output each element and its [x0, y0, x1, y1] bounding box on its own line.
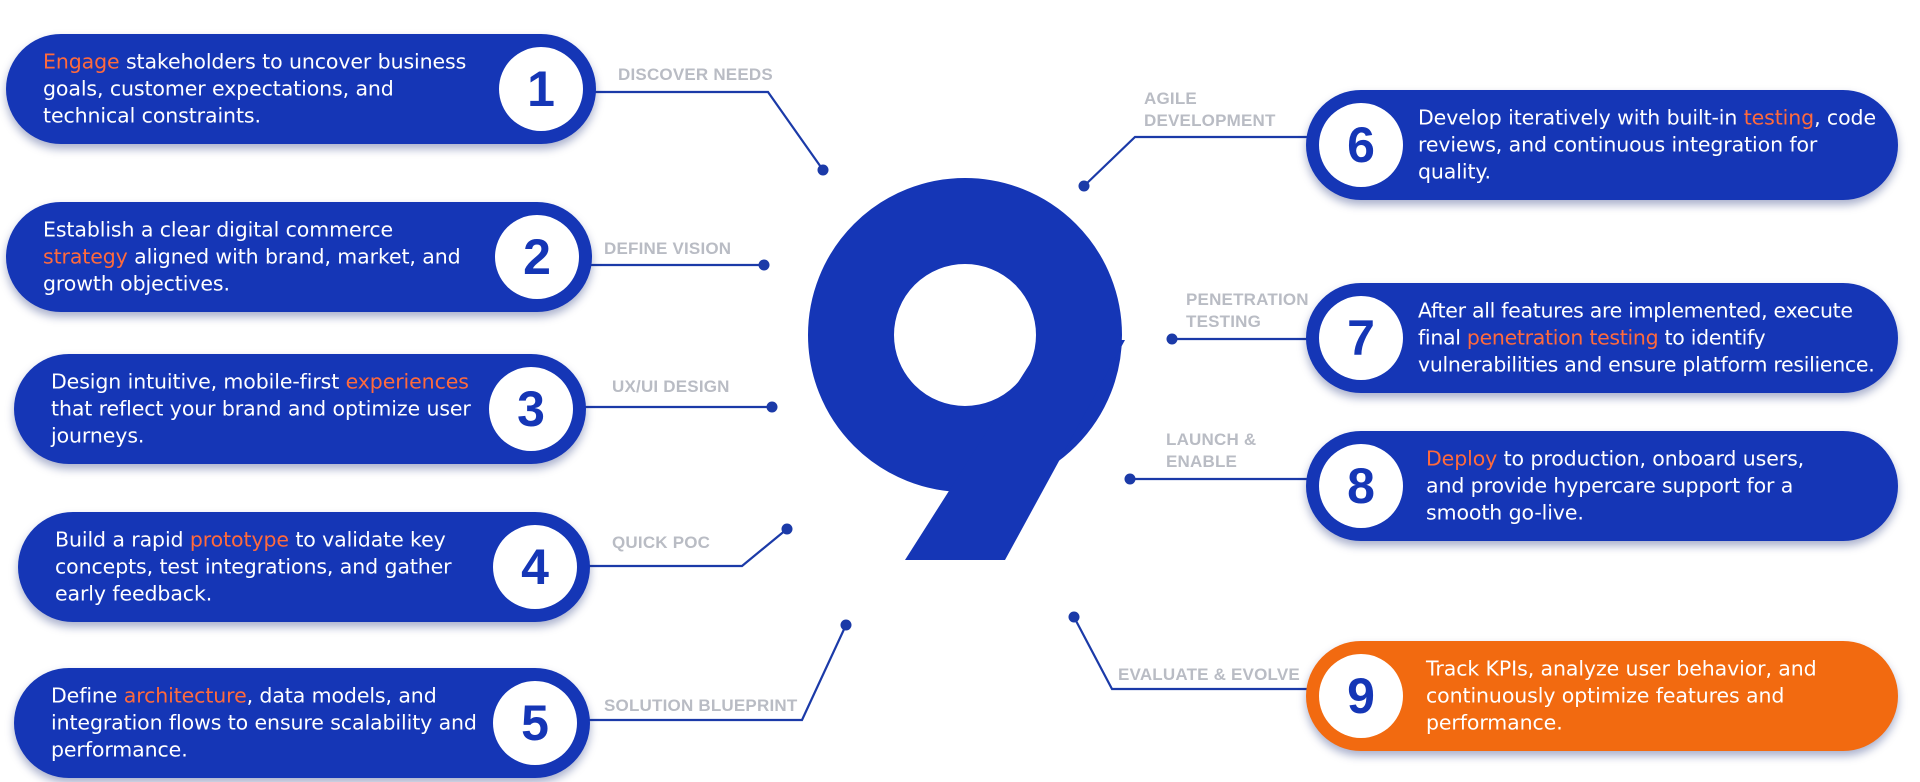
highlight-keyword: penetration testing	[1466, 325, 1659, 350]
center-nine-logo	[808, 178, 1125, 560]
highlight-keyword: testing	[1743, 105, 1815, 130]
step-label: SOLUTION BLUEPRINT	[604, 696, 798, 715]
description-text: to identify vulnerabilities and ensure p…	[1418, 325, 1875, 377]
connector-9	[1073, 616, 1314, 691]
description-text: , data models, and integration flows to …	[51, 683, 477, 762]
connector-dots	[758, 164, 1178, 631]
description-text: , code reviews, and continuous integrati…	[1418, 105, 1876, 184]
connector-dot-3	[766, 401, 778, 413]
step-card-8: 8 Deploy to production, onboard users, a…	[1306, 431, 1898, 541]
step-description: Establish a clear digital commerce strat…	[43, 217, 480, 298]
connector-dot-7	[1166, 333, 1178, 345]
step-card-4: Build a rapid prototype to validate key …	[18, 512, 590, 622]
step-description: Develop iteratively with built-in testin…	[1418, 105, 1884, 186]
step-number-badge: 7	[1319, 296, 1403, 380]
step-number-badge: 6	[1319, 103, 1403, 187]
description-text: Design intuitive, mobile-first	[51, 369, 346, 394]
description-text: After all features are implemented, exec…	[1418, 298, 1853, 350]
connector-dot-4	[781, 523, 793, 535]
description-text: Develop iteratively with built-in	[1418, 105, 1744, 130]
step-card-7: 7 After all features are implemented, ex…	[1306, 283, 1898, 393]
step-label: DISCOVER NEEDS	[618, 65, 773, 84]
step-description: Deploy to production, onboard users, and…	[1426, 446, 1828, 527]
description-text: to validate key concepts, test integrati…	[55, 527, 452, 606]
connector-4	[584, 528, 788, 568]
description-text: Track KPIs, analyze user behavior, and c…	[1426, 656, 1817, 735]
step-card-1: Engage stakeholders to uncover business …	[6, 34, 596, 144]
step-card-9: 9 Track KPIs, analyze user behavior, and…	[1306, 641, 1898, 751]
center-nine-counter	[913, 283, 1017, 387]
connector-5	[588, 624, 847, 722]
step-description: After all features are implemented, exec…	[1418, 298, 1894, 379]
connector-lines	[582, 90, 1314, 722]
step-card-3: Design intuitive, mobile-first experienc…	[14, 354, 586, 464]
step-number-badge: 5	[493, 681, 577, 765]
step-description: Build a rapid prototype to validate key …	[55, 527, 478, 608]
description-text: to production, onboard users, and provid…	[1426, 446, 1805, 525]
center-nine-loop	[808, 178, 1122, 492]
step-label: QUICK POC	[612, 533, 711, 552]
description-text: stakeholders to uncover business goals, …	[43, 49, 467, 128]
highlight-keyword: architecture	[123, 683, 247, 708]
step-description: Design intuitive, mobile-first experienc…	[51, 369, 474, 450]
center-nine-tail	[905, 340, 1125, 560]
highlight-keyword: Deploy	[1426, 446, 1498, 471]
step-number-badge: 8	[1319, 444, 1403, 528]
highlight-keyword: prototype	[189, 527, 289, 552]
step-card-5: Define architecture, data models, and in…	[14, 668, 590, 778]
step-label: EVALUATE & EVOLVE	[1118, 665, 1300, 684]
connector-dot-2	[758, 259, 770, 271]
connector-dot-5	[840, 619, 852, 631]
step-label: AGILE DEVELOPMENT	[1144, 89, 1276, 130]
step-number-badge: 1	[499, 47, 583, 131]
step-number-badge: 2	[495, 215, 579, 299]
step-description: Define architecture, data models, and in…	[51, 683, 478, 764]
description-text: aligned with brand, market, and growth o…	[43, 244, 461, 296]
connector-dot-8	[1124, 473, 1136, 485]
step-card-6: 6 Develop iteratively with built-in test…	[1306, 90, 1898, 200]
step-card-2: Establish a clear digital commerce strat…	[6, 202, 592, 312]
step-label: LAUNCH & ENABLE	[1166, 430, 1257, 471]
description-text: Establish a clear digital commerce	[43, 217, 394, 242]
step-number-badge: 4	[493, 525, 577, 609]
connector-1	[588, 90, 824, 171]
highlight-keyword: experiences	[345, 369, 469, 394]
connector-dot-9	[1068, 611, 1080, 623]
description-text: Define	[51, 683, 124, 708]
step-description: Engage stakeholders to uncover business …	[43, 49, 484, 130]
step-description: Track KPIs, analyze user behavior, and c…	[1426, 656, 1828, 737]
connector-6	[1083, 135, 1314, 187]
step-label: PENETRATION TESTING	[1186, 290, 1309, 331]
highlight-keyword: strategy	[43, 244, 128, 269]
step-label: DEFINE VISION	[604, 239, 732, 258]
highlight-keyword: Engage	[43, 49, 120, 74]
connector-dot-1	[817, 164, 829, 176]
step-number-badge: 9	[1319, 654, 1403, 738]
step-number-badge: 3	[489, 367, 573, 451]
description-text: Build a rapid	[55, 527, 190, 552]
connector-dot-6	[1078, 180, 1090, 192]
description-text: that reflect your brand and optimize use…	[51, 396, 471, 448]
step-label: UX/UI DESIGN	[612, 377, 730, 396]
